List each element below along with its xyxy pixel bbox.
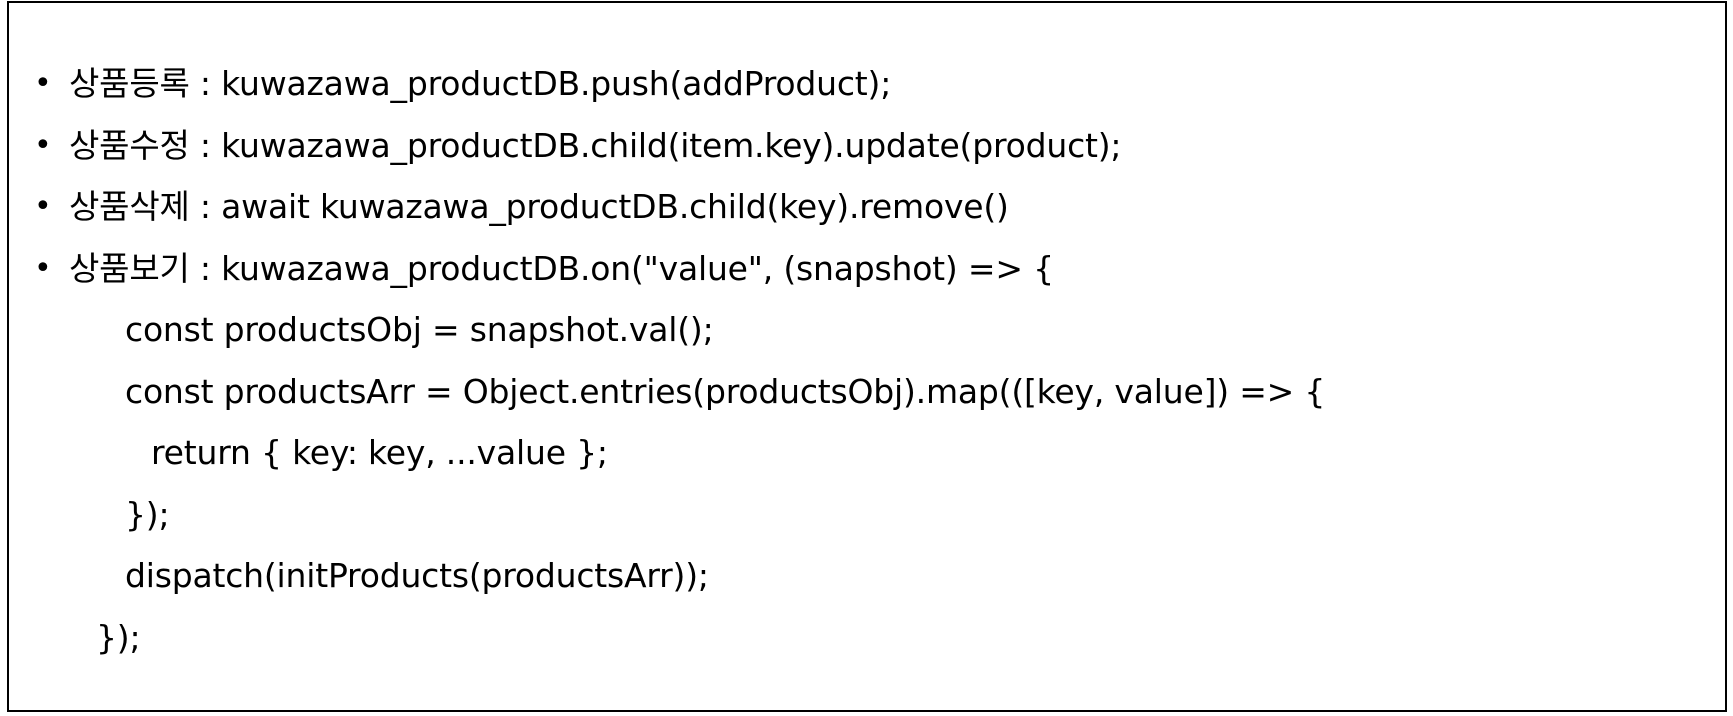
bullet-icon: • xyxy=(34,66,52,101)
code-line: return { key: key, ...value }; xyxy=(151,433,608,472)
view-text: 상품보기 : kuwazawa_productDB.on("value", (s… xyxy=(69,248,1054,288)
register-text: 상품등록 : kuwazawa_productDB.push(addProduc… xyxy=(69,64,892,103)
product-api-list: • 상품등록 : kuwazawa_productDB.push(addProd… xyxy=(29,58,1705,673)
update-text: 상품수정 : kuwazawa_productDB.child(item.key… xyxy=(69,125,1122,165)
list-item-update: • 상품수정 : kuwazawa_productDB.child(item.k… xyxy=(29,120,1705,182)
list-item-register: • 상품등록 : kuwazawa_productDB.push(addProd… xyxy=(29,58,1705,120)
list-item-delete: • 상품삭제 : await kuwazawa_productDB.child(… xyxy=(29,181,1705,243)
list-item-view: • 상품보기 : kuwazawa_productDB.on("value", … xyxy=(29,243,1705,305)
code-line: dispatch(initProducts(productsArr)); xyxy=(125,556,709,595)
bullet-icon: • xyxy=(34,189,52,224)
code-line: const productsObj = snapshot.val(); xyxy=(125,310,714,349)
code-line: const productsArr = Object.entries(produ… xyxy=(125,371,1326,411)
code-line: }); xyxy=(125,494,170,534)
code-line: }); xyxy=(96,617,141,657)
content-box: • 상품등록 : kuwazawa_productDB.push(addProd… xyxy=(7,1,1727,712)
bullet-icon: • xyxy=(34,127,52,163)
bullet-icon: • xyxy=(34,250,52,286)
delete-text: 상품삭제 : await kuwazawa_productDB.child(ke… xyxy=(69,187,1009,226)
